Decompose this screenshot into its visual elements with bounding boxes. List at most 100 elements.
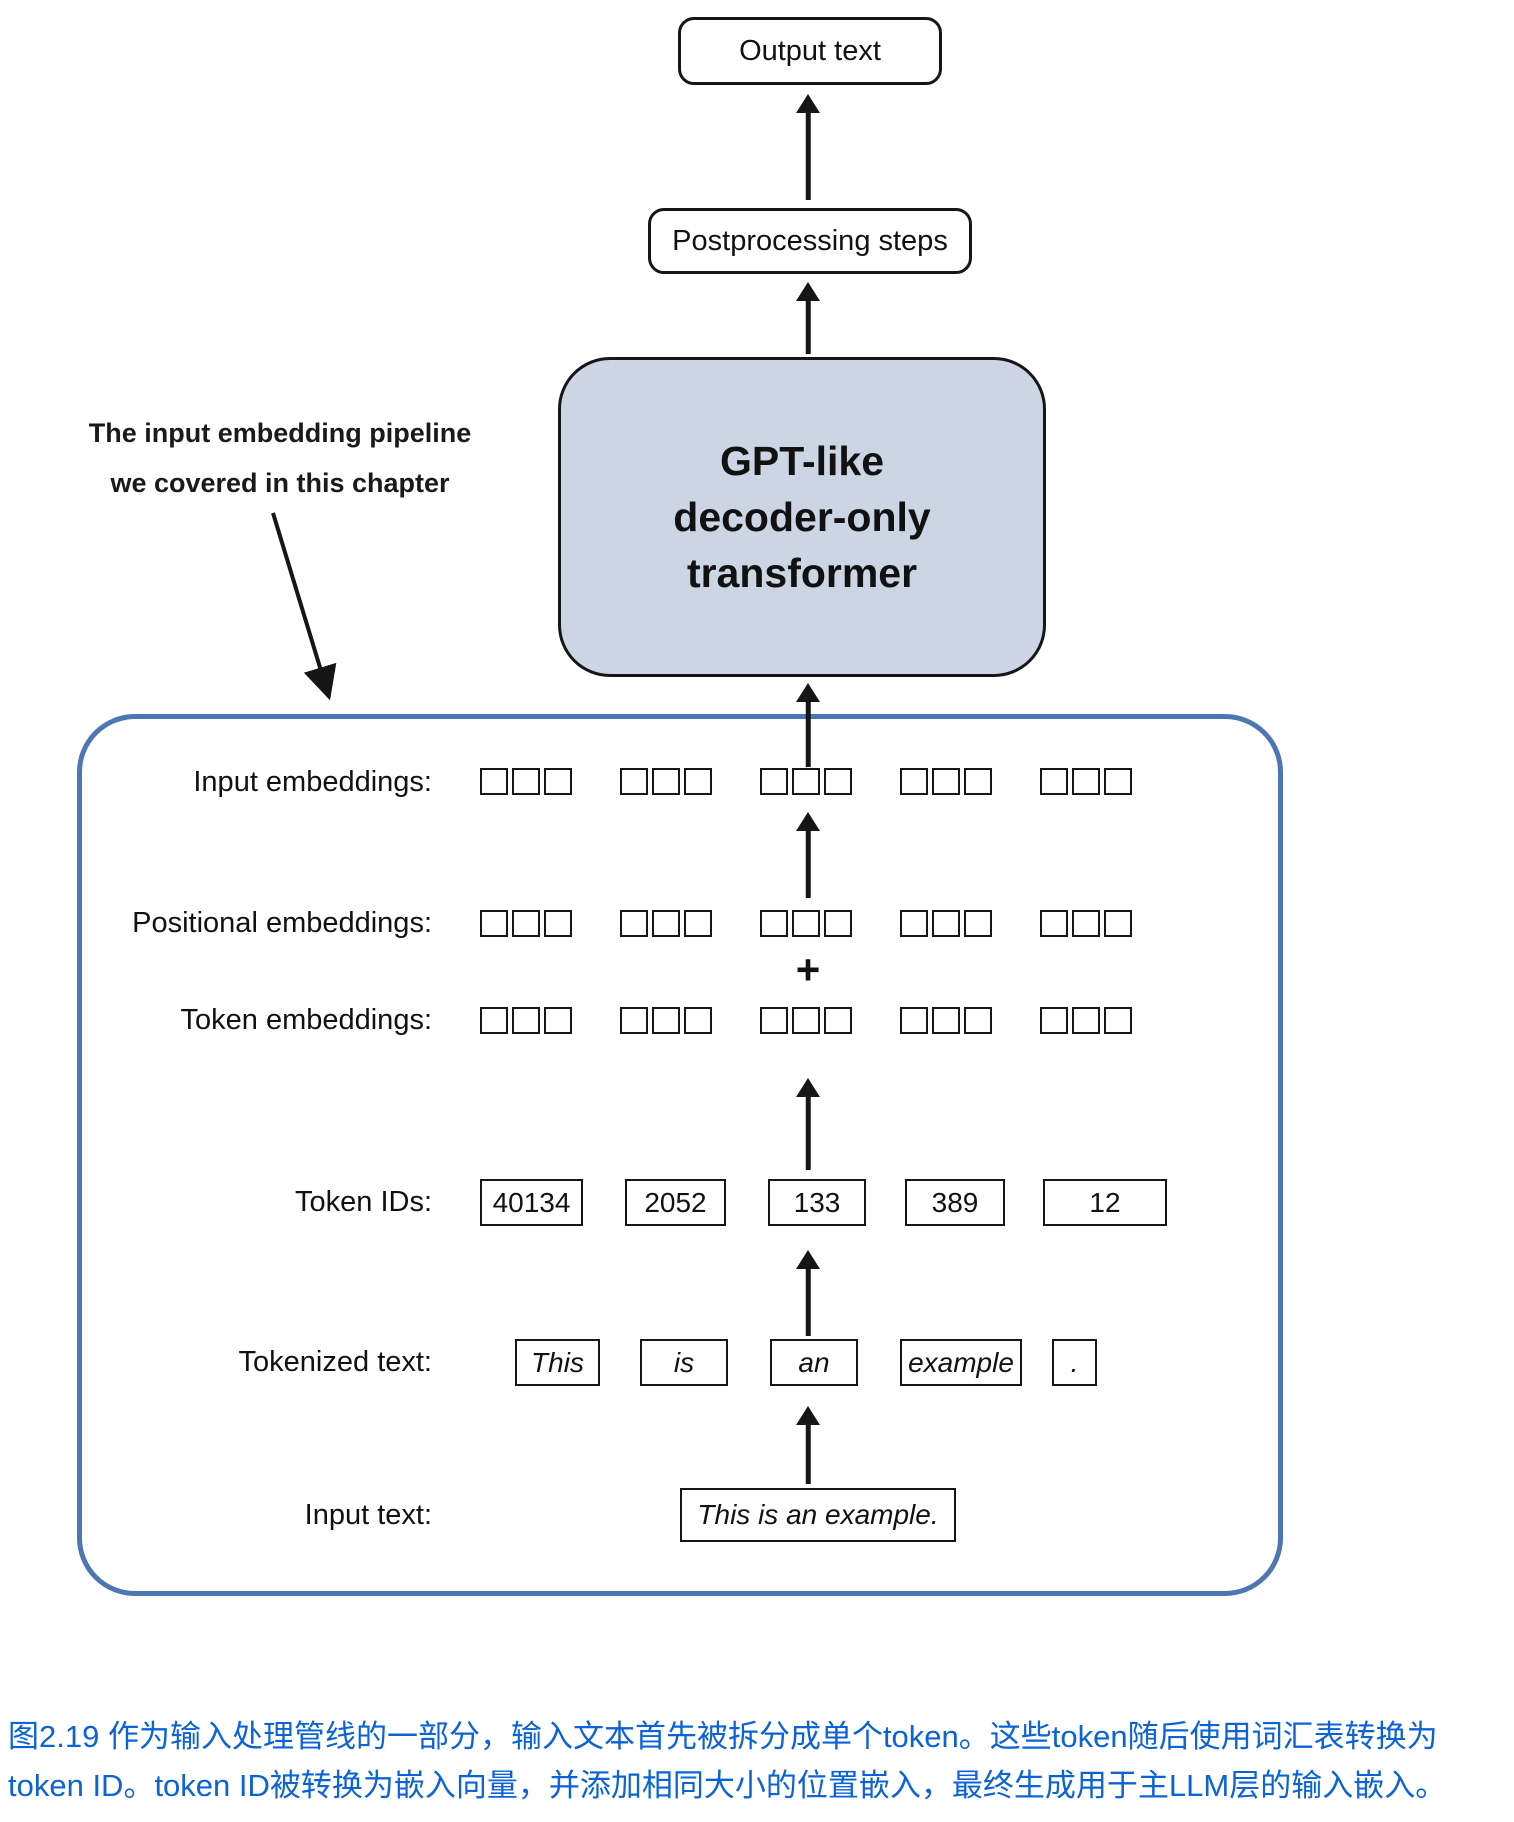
embedding-cell [824, 1007, 852, 1034]
embedding-cell [1072, 1007, 1100, 1034]
embedding-cell [1072, 910, 1100, 937]
figure-caption-line-2: token ID。token ID被转换为嵌入向量，并添加相同大小的位置嵌入，最… [8, 1768, 1447, 1803]
embedding-cell [512, 768, 540, 795]
embedding-cell [652, 768, 680, 795]
embedding-cell [480, 768, 508, 795]
arrow-input-text-to-tokenized [796, 1406, 820, 1484]
input-embeddings-row [480, 768, 1132, 795]
embedding-cell [932, 1007, 960, 1034]
embedding-vector [900, 1007, 992, 1034]
embedding-vector [760, 768, 852, 795]
embedding-cell [792, 910, 820, 937]
embedding-vector [480, 1007, 572, 1034]
token-id-box: 40134 [480, 1179, 583, 1226]
embedding-cell [1040, 910, 1068, 937]
embedding-cell [1040, 768, 1068, 795]
annotation-arrow [271, 512, 337, 701]
arrow-tokenized-to-token-ids [796, 1250, 820, 1336]
token-box: . [1052, 1339, 1097, 1386]
output-text-label: Output text [739, 34, 881, 67]
embedding-cell [620, 910, 648, 937]
arrow-pipeline-to-transformer [796, 683, 820, 767]
plus-sign: + [795, 946, 821, 993]
input-embedding-pipeline-box [77, 714, 1283, 1596]
embedding-vector [760, 1007, 852, 1034]
embedding-cell [824, 768, 852, 795]
token-box: This [515, 1339, 600, 1386]
embedding-vector [480, 910, 572, 937]
embedding-vector [1040, 768, 1132, 795]
embedding-vector [900, 910, 992, 937]
token-id-box: 12 [1043, 1179, 1167, 1226]
input-embeddings-label: Input embeddings: [193, 766, 432, 798]
embedding-cell [900, 910, 928, 937]
transformer-line-3: transformer [686, 550, 918, 596]
embedding-vector [1040, 910, 1132, 937]
embedding-cell [932, 910, 960, 937]
annotation-text: The input embedding pipeline we covered … [80, 408, 480, 508]
embedding-cell [792, 768, 820, 795]
positional-embeddings-row [480, 910, 1132, 937]
token-embeddings-label: Token embeddings: [180, 1004, 433, 1036]
embedding-cell [900, 768, 928, 795]
transformer-node: GPT-like decoder-only transformer [558, 357, 1046, 677]
embedding-cell [544, 768, 572, 795]
embedding-cell [900, 1007, 928, 1034]
embedding-cell [480, 910, 508, 937]
arrow-postprocessing-to-output [796, 94, 820, 200]
embedding-cell [684, 910, 712, 937]
token-id-box: 2052 [625, 1179, 726, 1226]
transformer-line-2: decoder-only [673, 494, 931, 540]
embedding-vector [900, 768, 992, 795]
embedding-cell [760, 910, 788, 937]
embedding-cell [964, 1007, 992, 1034]
transformer-line-1: GPT-like [719, 438, 885, 484]
embedding-vector [620, 910, 712, 937]
embedding-cell [512, 1007, 540, 1034]
token-box: is [640, 1339, 728, 1386]
embedding-vector [1040, 1007, 1132, 1034]
embedding-vector [480, 768, 572, 795]
postprocessing-node: Postprocessing steps [648, 208, 972, 274]
embedding-cell [1104, 768, 1132, 795]
token-box: example [900, 1339, 1022, 1386]
embedding-cell [760, 1007, 788, 1034]
token-box: an [770, 1339, 858, 1386]
embedding-cell [544, 1007, 572, 1034]
embedding-cell [1072, 768, 1100, 795]
embedding-cell [964, 910, 992, 937]
embedding-cell [480, 1007, 508, 1034]
figure-caption-line-1: 图2.19 作为输入处理管线的一部分，输入文本首先被拆分成单个token。这些t… [8, 1719, 1438, 1754]
embedding-cell [1104, 1007, 1132, 1034]
embedding-cell [684, 1007, 712, 1034]
token-ids-label: Token IDs: [295, 1186, 432, 1218]
embedding-cell [964, 768, 992, 795]
embedding-cell [792, 1007, 820, 1034]
embedding-vector [620, 1007, 712, 1034]
figure-caption: 图2.19 作为输入处理管线的一部分，输入文本首先被拆分成单个token。这些t… [8, 1712, 1510, 1810]
annotation-line-1: The input embedding pipeline [88, 418, 472, 448]
arrow-token-ids-to-token-embeddings [796, 1078, 820, 1170]
positional-embeddings-label: Positional embeddings: [132, 907, 432, 939]
embedding-vector [760, 910, 852, 937]
output-text-node: Output text [678, 17, 942, 85]
annotation-line-2: we covered in this chapter [110, 468, 450, 498]
embedding-cell [1104, 910, 1132, 937]
embedding-cell [620, 768, 648, 795]
embedding-cell [620, 1007, 648, 1034]
embedding-cell [932, 768, 960, 795]
token-id-box: 389 [905, 1179, 1005, 1226]
arrow-transformer-to-postprocessing [796, 282, 820, 354]
embedding-vector [620, 768, 712, 795]
arrow-sum-to-input-embeddings [796, 812, 820, 898]
embedding-cell [652, 1007, 680, 1034]
embedding-cell [684, 768, 712, 795]
postprocessing-label: Postprocessing steps [672, 224, 948, 257]
embedding-cell [1040, 1007, 1068, 1034]
embedding-cell [760, 768, 788, 795]
embedding-cell [652, 910, 680, 937]
token-embeddings-row [480, 1007, 1132, 1034]
input-text-box: This is an example. [680, 1488, 956, 1542]
embedding-cell [544, 910, 572, 937]
